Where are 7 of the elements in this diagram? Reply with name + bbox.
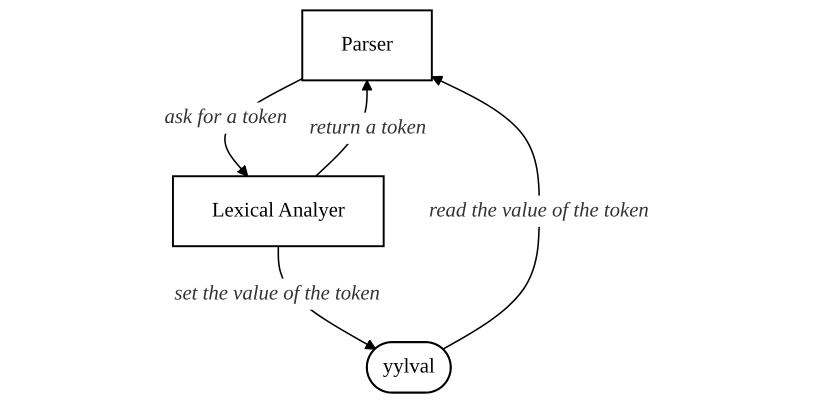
edge-label: read the value of the token [429,200,649,222]
node-box: Parser [301,9,433,82]
arrow [431,76,540,350]
edge-label: ask for a token [164,106,288,128]
node-box: Lexical Analyer [172,175,385,248]
edge-label: return a token [309,116,426,139]
edge-label: set the value of the token [174,282,380,305]
